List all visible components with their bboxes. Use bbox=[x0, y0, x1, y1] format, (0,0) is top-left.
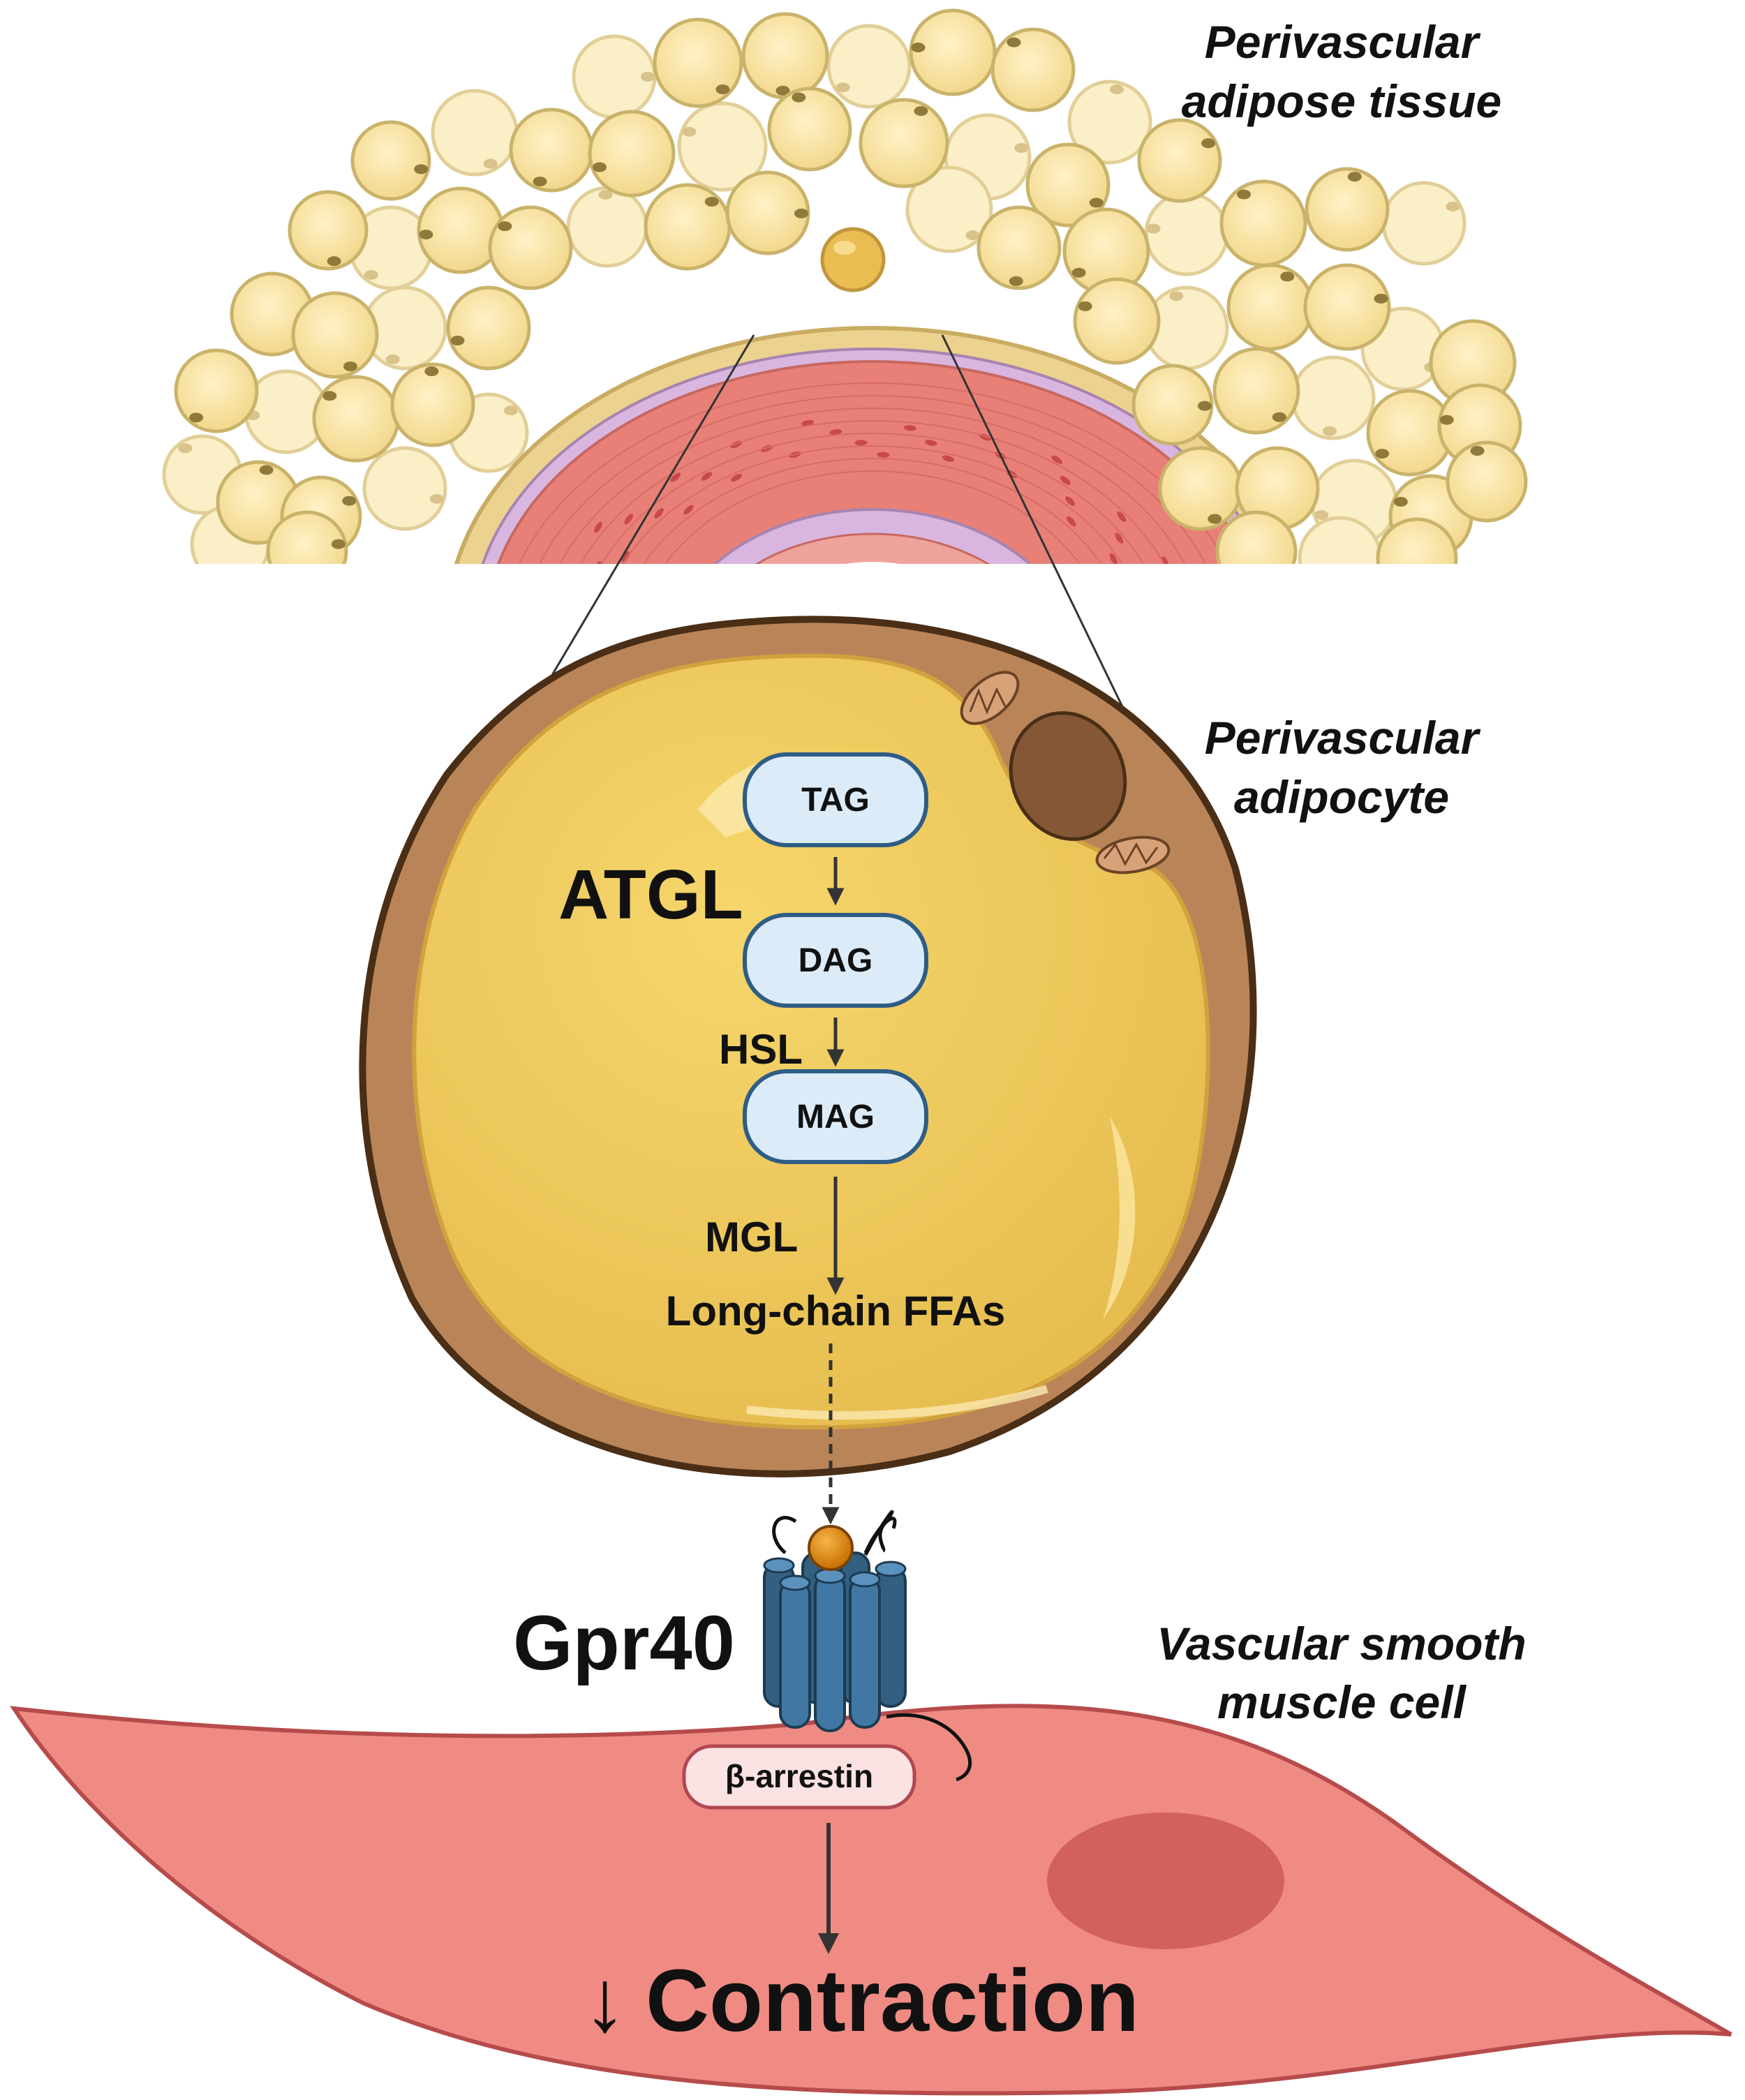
mitochondrion-lower bbox=[1095, 835, 1171, 874]
atgl-label: ATGL bbox=[558, 856, 743, 934]
adipocyte bbox=[509, 107, 594, 193]
vsmc-nucleus bbox=[1047, 1812, 1284, 1949]
adipocyte bbox=[488, 205, 573, 290]
adipocyte bbox=[1226, 263, 1314, 351]
adipocyte bbox=[977, 205, 1062, 290]
adipocyte bbox=[859, 98, 949, 188]
ffa-ligand bbox=[808, 1525, 854, 1571]
background-adipocytes bbox=[162, 24, 1466, 564]
adipocyte bbox=[741, 12, 829, 100]
tissue-label-line1: Perivascular bbox=[1205, 16, 1481, 68]
adipocyte bbox=[1073, 277, 1161, 365]
hsl-label: HSL bbox=[719, 1026, 803, 1073]
adipocyte bbox=[653, 17, 743, 108]
contraction-outcome: ↓ Contraction bbox=[583, 1951, 1139, 2050]
adipocyte bbox=[566, 186, 648, 268]
adipocyte-cell bbox=[359, 616, 1257, 1477]
adipocyte bbox=[266, 510, 348, 564]
mgl-label: MGL bbox=[705, 1214, 798, 1260]
adipocyte bbox=[174, 348, 259, 433]
vsmc-body bbox=[9, 1704, 1732, 2096]
adipocyte bbox=[588, 110, 676, 198]
adipocyte bbox=[826, 24, 912, 109]
adipocyte bbox=[767, 87, 852, 172]
highlighted-adipocyte bbox=[820, 227, 886, 292]
mag-node: MAG bbox=[743, 1069, 928, 1164]
adipocyte bbox=[431, 89, 519, 177]
adipocyte bbox=[1158, 446, 1243, 531]
adipocyte bbox=[1215, 510, 1298, 564]
adipocyte bbox=[677, 101, 768, 192]
adipocyte bbox=[990, 27, 1076, 112]
adipocyte bbox=[1131, 364, 1214, 446]
adipocyte bbox=[572, 34, 657, 119]
adipocyte bbox=[1446, 440, 1528, 523]
nucleus bbox=[1009, 711, 1127, 841]
tag-node: TAG bbox=[743, 752, 928, 847]
adipocyte bbox=[1303, 263, 1391, 351]
adipocyte bbox=[1137, 118, 1222, 203]
adipocyte bbox=[1219, 179, 1307, 267]
adipocyte bbox=[291, 291, 379, 379]
adipocyte bbox=[1212, 347, 1300, 435]
adipocyte bbox=[644, 183, 732, 271]
lipolysis-pathway: TAG DAG MAG ATGL HSL MGL Long-chain FFAs bbox=[558, 752, 1006, 1525]
adipocyte bbox=[909, 8, 997, 96]
mag-label: MAG bbox=[796, 1099, 875, 1135]
beta-arrestin-label: β-arrestin bbox=[725, 1758, 873, 1794]
adipocyte bbox=[362, 446, 447, 531]
vsmc-label-line1: Vascular smooth bbox=[1157, 1618, 1526, 1669]
adipocyte bbox=[1305, 167, 1390, 252]
adipocyte bbox=[362, 285, 447, 371]
ffa-label: Long-chain FFAs bbox=[666, 1288, 1006, 1334]
dag-label: DAG bbox=[799, 942, 873, 979]
adipocyte bbox=[350, 120, 431, 201]
adipocyte bbox=[725, 170, 810, 255]
foreground-adipocytes bbox=[174, 8, 1528, 564]
blood-vessel-cross-section bbox=[454, 326, 1291, 564]
adipocyte bbox=[1376, 517, 1458, 564]
vsmc-label-line2: muscle cell bbox=[1217, 1676, 1467, 1728]
adipocyte bbox=[1291, 355, 1376, 440]
adipocyte bbox=[1025, 142, 1111, 228]
adipose-tissue-illustration bbox=[162, 8, 1528, 564]
contraction-label: Contraction bbox=[646, 1951, 1139, 2050]
adipocyte bbox=[1298, 516, 1383, 564]
adipocyte bbox=[1067, 80, 1152, 165]
adipocyte bbox=[446, 285, 531, 371]
adipocyte bbox=[1381, 181, 1466, 266]
down-arrow-icon: ↓ bbox=[583, 1951, 627, 2050]
gpr40-receptor bbox=[763, 1510, 972, 1782]
adipocyte bbox=[1144, 191, 1229, 276]
adipocyte-label-line2: adipocyte bbox=[1234, 771, 1449, 823]
smooth-muscle-layer-texture bbox=[518, 382, 1227, 564]
adipocyte bbox=[905, 165, 993, 253]
adipocyte-label-line1: Perivascular bbox=[1205, 712, 1481, 764]
adipocyte bbox=[288, 190, 369, 271]
adipocyte bbox=[390, 362, 475, 447]
mitochondrion-upper bbox=[960, 671, 1020, 725]
dag-node: DAG bbox=[743, 913, 928, 1008]
zoom-line-right bbox=[941, 334, 1139, 739]
gpr40-label: Gpr40 bbox=[513, 1600, 735, 1686]
beta-arrestin: β-arrestin bbox=[682, 1744, 916, 1810]
adipocyte bbox=[312, 375, 400, 463]
tag-label: TAG bbox=[801, 782, 870, 819]
adipocyte bbox=[1062, 207, 1150, 295]
tissue-label-line2: adipose tissue bbox=[1182, 75, 1502, 127]
vascular-smooth-muscle-cell bbox=[9, 1704, 1732, 2096]
